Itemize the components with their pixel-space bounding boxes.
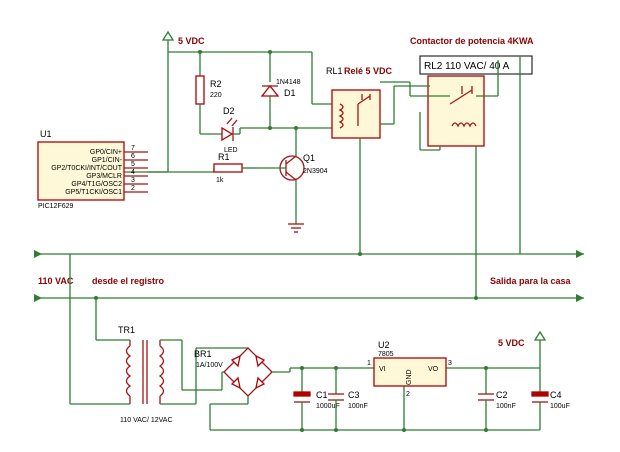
contactor-rl2 <box>427 75 485 147</box>
contactor-title: Contactor de potencia 4KWA <box>410 36 534 46</box>
capacitor-c4 <box>531 368 549 430</box>
resistor-r2 <box>195 75 205 116</box>
c3-ref: C3 <box>348 390 360 400</box>
capacitor-c3 <box>328 368 344 430</box>
rl1-value: Relé 5 VDC <box>344 66 393 76</box>
r1-ref: R1 <box>218 152 230 162</box>
capacitor-c1 <box>293 368 311 430</box>
vdc-terminal-output <box>533 330 547 341</box>
u1-ref: U1 <box>40 129 52 139</box>
c2-ref: C2 <box>496 390 508 400</box>
resistor-r1 <box>124 163 258 173</box>
u1-pin-name: GP3/MCLR <box>86 173 122 180</box>
c4-value: 100uF <box>550 403 570 410</box>
c2-value: 100nF <box>496 403 516 410</box>
vdc-out-label: 5 VDC <box>498 338 525 348</box>
mcu-u1 <box>37 141 125 201</box>
u1-pin-name: GP1/CIN- <box>92 157 123 164</box>
u1-pin-name: GP5/T1CKI/OSC1 <box>65 189 122 196</box>
transformer-tr1 <box>69 254 248 405</box>
bridge-rectifier-br1 <box>209 347 291 430</box>
u1-pin-num: 6 <box>131 153 135 160</box>
relay-contactor-wires <box>359 56 521 298</box>
dc-bus-wires <box>210 340 541 432</box>
u2-pin1: 1 <box>367 360 371 367</box>
ac-line-bottom <box>34 294 584 302</box>
capacitor-c2 <box>478 368 494 430</box>
u1-pin-num: 4 <box>131 169 135 176</box>
d2-value: LED <box>224 147 238 154</box>
regulator-u2 <box>373 357 447 387</box>
tr1-ref: TR1 <box>118 325 135 335</box>
u1-pin-name: GP4/T1G/OSC2 <box>71 181 122 188</box>
u2-pin3: 3 <box>448 360 452 367</box>
transistor-q1 <box>258 128 305 224</box>
vdc-rail-wires <box>167 50 332 172</box>
ac-source-label: desde el registro <box>92 276 165 286</box>
u2-vo-label: VO <box>428 366 439 373</box>
u1-pins <box>124 151 168 193</box>
u1-pin-num: 3 <box>131 177 135 184</box>
u1-pin-num: 2 <box>131 185 135 192</box>
u2-gnd-label: GND <box>406 369 413 385</box>
d1-value: 1N4148 <box>276 79 301 86</box>
c1-value: 1000uF <box>316 403 340 410</box>
q1-ref: Q1 <box>303 153 315 163</box>
vdc-terminal-top <box>161 30 175 52</box>
r1-value: 1k <box>216 177 224 184</box>
c3-value: 100nF <box>348 403 368 410</box>
u2-value: 7805 <box>378 351 394 358</box>
br1-value: 1A/100V <box>196 362 223 369</box>
q1-value: 2N3904 <box>303 168 328 175</box>
br1-ref: BR1 <box>194 349 212 359</box>
relay-rl1 <box>331 89 381 139</box>
u1-pin-num: 5 <box>131 161 135 168</box>
ground-symbol <box>288 223 304 233</box>
c4-ref: C4 <box>550 390 562 400</box>
u1-pin-name: GP2/T0CKI/INT/COUT <box>51 165 123 172</box>
ac-line-top <box>34 250 584 258</box>
tr1-value: 110 VAC/ 12VAC <box>120 417 173 424</box>
led-d2 <box>199 116 332 142</box>
u2-ref: U2 <box>378 340 390 350</box>
u2-pin2: 2 <box>406 391 410 398</box>
rl2-ref: RL2 110 VAC/ 40 A <box>424 61 510 72</box>
u1-pin-num: 7 <box>131 145 135 152</box>
d2-ref: D2 <box>223 106 235 116</box>
c1-ref: C1 <box>316 390 328 400</box>
u1-pin-name: GP0/CIN+ <box>90 149 122 156</box>
d1-ref: D1 <box>284 88 296 98</box>
house-output-label: Salida para la casa <box>490 276 572 286</box>
u1-value: PIC12F629 <box>38 203 74 210</box>
r2-ref: R2 <box>210 79 222 89</box>
vdc-top-label: 5 VDC <box>178 36 205 46</box>
r2-value: 220 <box>210 92 222 99</box>
u2-vi-label: VI <box>379 366 386 373</box>
ac-input-label: 110 VAC <box>38 276 74 286</box>
diode-d1 <box>260 84 280 128</box>
rl1-ref: RL1 <box>326 66 343 76</box>
